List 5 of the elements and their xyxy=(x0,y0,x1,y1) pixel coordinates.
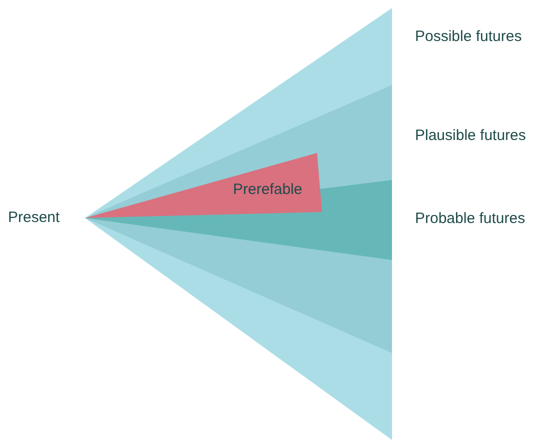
wedge-label: Probable futures xyxy=(415,210,526,228)
wedge-label: Possible futures xyxy=(415,28,522,46)
apex-label: Present xyxy=(8,209,60,227)
wedge-label: Prerefable xyxy=(233,181,302,199)
wedge-label: Plausible futures xyxy=(415,127,526,145)
